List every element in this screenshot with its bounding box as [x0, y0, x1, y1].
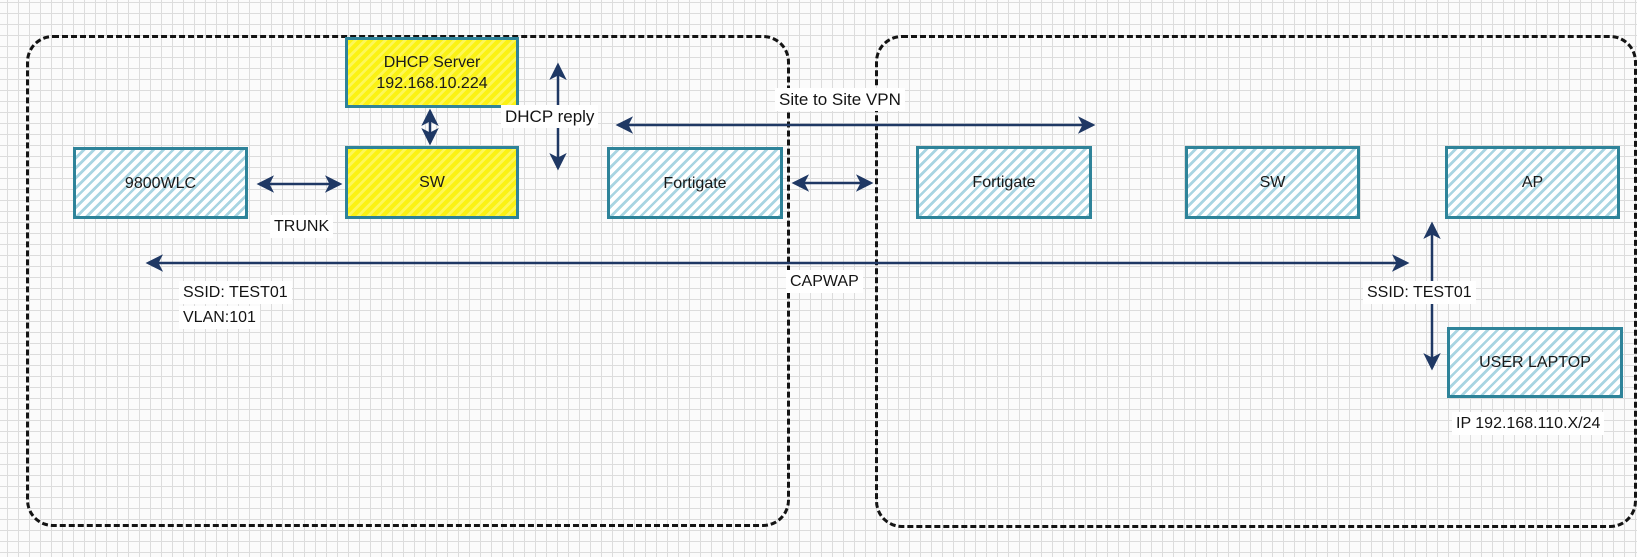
node-dhcp-server-ip: 192.168.10.224	[376, 74, 488, 92]
node-fortigate-right: Fortigate	[916, 146, 1092, 219]
label-capwap: CAPWAP	[786, 270, 863, 293]
node-9800wlc: 9800WLC	[73, 147, 248, 219]
label-trunk: TRUNK	[270, 215, 334, 238]
node-ap-label: AP	[1521, 174, 1544, 191]
label-site-to-site-vpn: Site to Site VPN	[775, 88, 905, 111]
node-fortigate-left: Fortigate	[607, 147, 783, 219]
label-vlan-left: VLAN:101	[179, 306, 260, 329]
label-ssid-left: SSID: TEST01	[179, 281, 292, 304]
label-ssid-right: SSID: TEST01	[1363, 281, 1476, 304]
site-boundary-right	[875, 35, 1637, 528]
node-sw-right: SW	[1185, 146, 1360, 219]
node-fortigate-right-label: Fortigate	[972, 174, 1036, 191]
node-dhcp-server: DHCP Server 192.168.10.224	[345, 37, 519, 108]
node-sw-right-label: SW	[1259, 174, 1286, 191]
node-9800wlc-label: 9800WLC	[124, 174, 197, 192]
node-user-laptop: USER LAPTOP	[1447, 327, 1623, 398]
node-dhcp-server-label: DHCP Server	[383, 53, 481, 71]
label-dhcp-reply: DHCP reply	[501, 105, 599, 128]
site-boundary-left	[26, 35, 790, 527]
node-sw-left-label: SW	[419, 174, 445, 191]
label-laptop-ip: IP 192.168.110.X/24	[1452, 412, 1605, 435]
node-user-laptop-label: USER LAPTOP	[1479, 354, 1591, 371]
node-fortigate-left-label: Fortigate	[663, 174, 727, 192]
node-ap: AP	[1445, 146, 1620, 219]
node-sw-left: SW	[345, 146, 519, 219]
